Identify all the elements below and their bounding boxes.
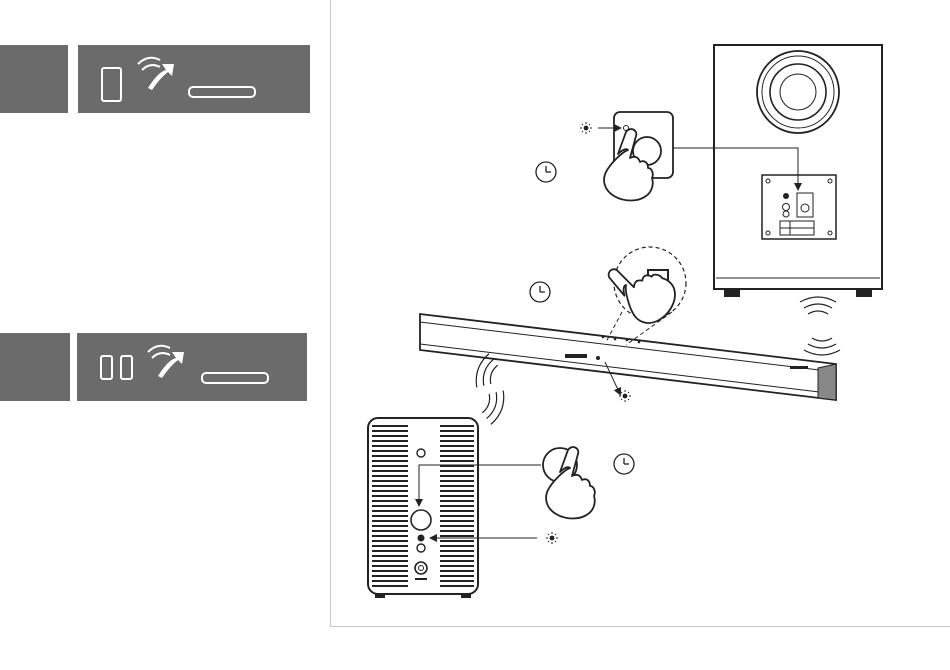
clock-icon xyxy=(614,454,634,474)
soundbar-icon xyxy=(202,373,268,383)
pairing-arrow-icon xyxy=(138,58,174,90)
wireless-waves-icon xyxy=(804,338,840,355)
wireless-waves-icon xyxy=(480,386,508,426)
pairing-arrow-icon xyxy=(148,346,184,378)
clock-icon xyxy=(530,282,550,302)
led-blink-icon xyxy=(546,532,558,544)
rear-speakers-icon xyxy=(101,356,132,379)
soundbar-icon xyxy=(189,87,255,97)
clock-icon xyxy=(536,162,556,182)
led-blink-icon xyxy=(580,122,592,134)
led-blink-icon xyxy=(619,390,631,402)
soundbar xyxy=(420,314,836,400)
wireless-waves-icon xyxy=(800,297,836,314)
phone-icon xyxy=(102,68,121,101)
